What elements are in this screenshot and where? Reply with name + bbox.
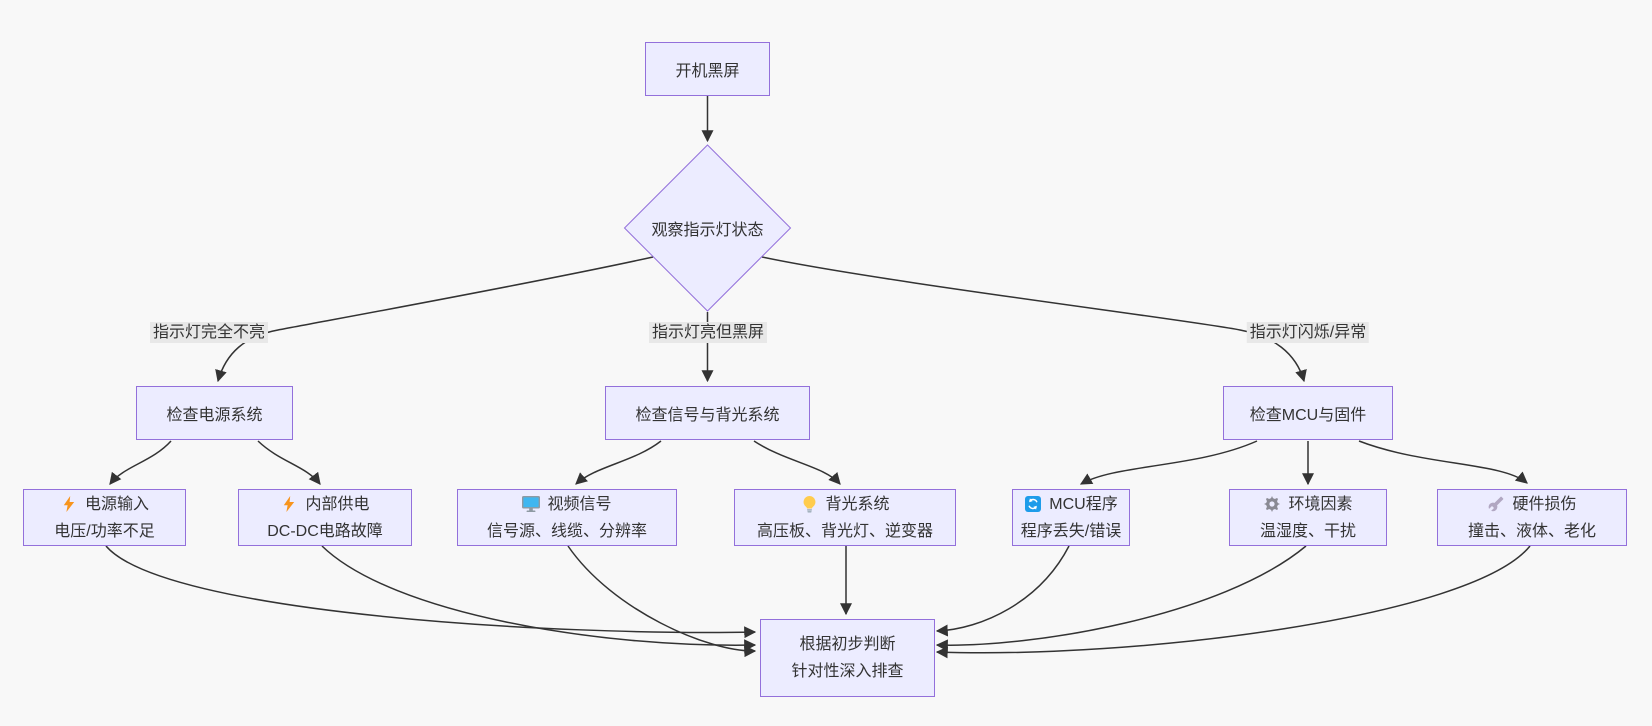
decision-diamond-shape <box>623 144 792 312</box>
node-check-signal-backlight: 检查信号与背光系统 <box>605 386 810 440</box>
node-subtitle: 高压板、背光灯、逆变器 <box>756 522 933 540</box>
node-video-signal: 视频信号 信号源、线缆、分辨率 <box>457 489 677 546</box>
node-environment-factor: 环境因素 温湿度、干扰 <box>1229 489 1387 546</box>
monitor-icon <box>522 496 541 513</box>
edge-label-indicator-on-black: 指示灯亮但黑屏 <box>648 322 768 343</box>
node-title: 内部供电 <box>305 495 370 513</box>
node-label-line1: 根据初步判断 <box>799 636 896 653</box>
node-check-mcu-firmware: 检查MCU与固件 <box>1223 386 1393 440</box>
node-power-input: 电源输入 电压/功率不足 <box>23 489 186 546</box>
node-label: 检查电源系统 <box>166 407 263 424</box>
node-conclusion: 根据初步判断 针对性深入排查 <box>760 619 935 697</box>
node-label: 检查信号与背光系统 <box>635 407 780 424</box>
node-label-line2: 针对性深入排查 <box>791 663 904 680</box>
node-start: 开机黑屏 <box>645 42 770 96</box>
node-subtitle: 信号源、线缆、分辨率 <box>486 522 647 540</box>
bolt-icon <box>280 496 298 513</box>
node-title: 背光系统 <box>825 495 890 513</box>
node-subtitle: 温湿度、干扰 <box>1259 522 1356 540</box>
node-internal-power: 内部供电 DC-DC电路故障 <box>238 489 412 546</box>
edge-label-indicator-off: 指示灯完全不亮 <box>149 322 269 343</box>
node-subtitle: 电压/功率不足 <box>54 522 155 540</box>
gear-icon <box>1263 496 1281 513</box>
node-subtitle: 程序丢失/错误 <box>1020 522 1122 540</box>
edge-label-indicator-flicker: 指示灯闪烁/异常 <box>1246 322 1370 343</box>
node-subtitle: 撞击、液体、老化 <box>1467 522 1596 540</box>
node-label: 开机黑屏 <box>675 63 740 80</box>
node-title: 电源输入 <box>84 495 149 513</box>
wrench-icon <box>1487 496 1505 513</box>
node-title: 环境因素 <box>1288 495 1353 513</box>
node-title: MCU程序 <box>1049 495 1118 513</box>
node-decision: 观察指示灯状态 <box>651 222 764 239</box>
node-check-power: 检查电源系统 <box>136 386 293 440</box>
node-title: 视频信号 <box>547 495 612 513</box>
node-backlight-system: 背光系统 高压板、背光灯、逆变器 <box>734 489 956 546</box>
node-hardware-damage: 硬件损伤 撞击、液体、老化 <box>1437 489 1627 546</box>
node-title: 硬件损伤 <box>1512 495 1577 513</box>
node-label: 检查MCU与固件 <box>1249 407 1367 424</box>
refresh-icon <box>1024 496 1042 513</box>
bolt-icon <box>60 496 78 513</box>
node-mcu-program: MCU程序 程序丢失/错误 <box>1012 489 1130 546</box>
node-subtitle: DC-DC电路故障 <box>267 522 383 540</box>
bulb-icon <box>800 495 818 513</box>
